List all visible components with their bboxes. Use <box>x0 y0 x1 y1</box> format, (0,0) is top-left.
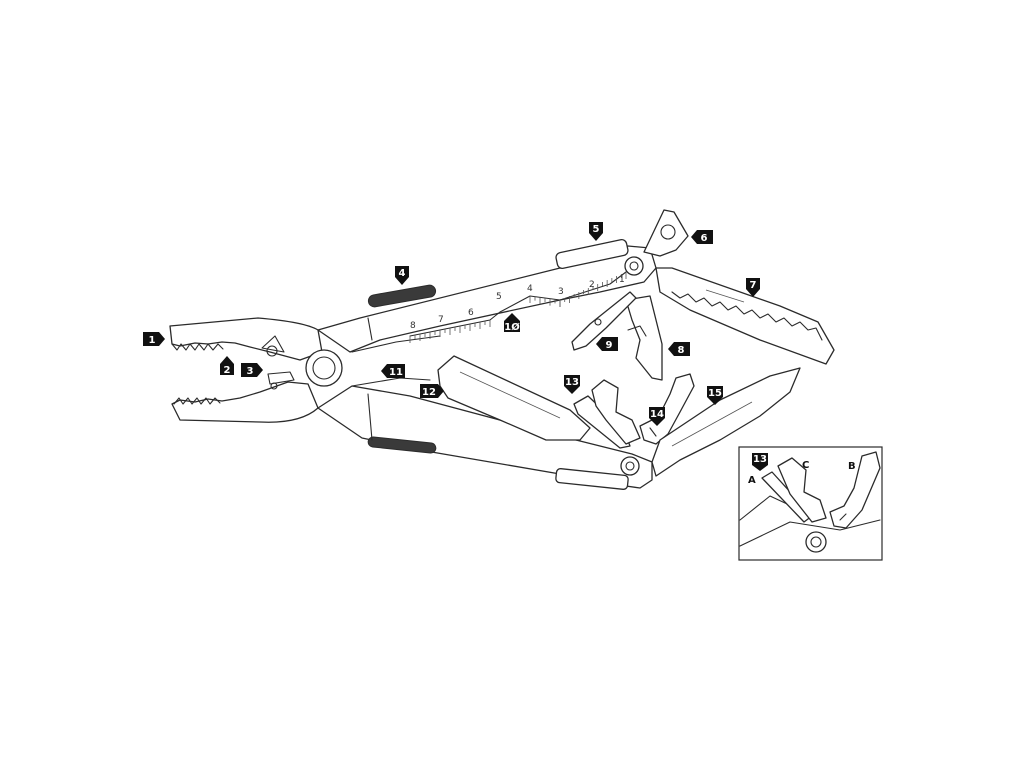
upper-jaw <box>169 317 323 361</box>
small-blade <box>571 291 637 351</box>
file-tool <box>437 355 591 441</box>
ruler-mark: 1 <box>619 275 625 285</box>
callout-15: 15 <box>707 386 723 405</box>
callout-label: 14 <box>650 409 664 420</box>
callout-label: 1 <box>149 335 156 346</box>
callout-12: 12 <box>420 384 444 398</box>
callout-9: 9 <box>596 337 618 351</box>
upper-grip <box>367 284 437 308</box>
serrated-blade <box>655 267 835 365</box>
callout-label: 7 <box>750 280 757 291</box>
ruler-mark: 5 <box>496 292 502 302</box>
inset-driver-b <box>829 451 881 529</box>
callout-13: 13 <box>564 375 580 394</box>
callout-2: 2 <box>220 356 234 376</box>
ruler-mark: 6 <box>468 308 474 318</box>
callout-label: 9 <box>606 340 613 351</box>
callout-label: 13 <box>565 377 579 388</box>
callout-label: 15 <box>708 388 722 399</box>
callout-10: 1Ø <box>504 313 520 333</box>
lower-lock-bar <box>555 468 629 490</box>
inset-letter-c: C <box>802 460 809 471</box>
ruler-mark: 4 <box>527 284 533 294</box>
callout-5: 5 <box>589 222 603 241</box>
lower-jaw <box>171 381 319 423</box>
callout-4: 4 <box>395 266 409 285</box>
ruler-mark: 3 <box>558 287 564 297</box>
callout-14: 14 <box>649 407 665 426</box>
callout-8: 8 <box>668 342 690 356</box>
callout-1: 1 <box>143 332 165 346</box>
callout-label: 6 <box>701 233 708 244</box>
inset-callout-13: 13 <box>752 453 768 471</box>
callout-label: 1Ø <box>504 321 520 333</box>
callout-label: 2 <box>224 365 231 376</box>
ruler-mark: 8 <box>410 321 416 331</box>
callout-label: 5 <box>593 224 600 235</box>
tools <box>437 209 835 477</box>
inset-letter-a: A <box>748 475 756 486</box>
callout-label: 12 <box>422 387 436 398</box>
can-opener <box>625 295 663 381</box>
inset-letter-b: B <box>848 461 856 472</box>
handles <box>305 238 657 490</box>
callout-label: 4 <box>399 268 406 279</box>
inset-detail: A C B 13 <box>738 446 883 561</box>
lower-grip <box>367 436 437 454</box>
screwdriver-a <box>573 395 631 449</box>
ruler: 8 7 6 5 4 3 2 1 <box>409 271 627 343</box>
large-blade <box>651 367 801 477</box>
ruler-mark: 7 <box>438 315 444 325</box>
callout-6: 6 <box>691 230 713 244</box>
ruler-mark: 2 <box>589 280 595 290</box>
inset-callout-label: 13 <box>753 454 767 465</box>
callout-3: 3 <box>241 363 263 377</box>
plier-head <box>169 317 323 423</box>
callout-label: 8 <box>678 345 685 356</box>
callout-11: 11 <box>381 364 405 378</box>
pivot <box>305 349 343 387</box>
callout-7: 7 <box>746 278 760 297</box>
lock-bar <box>555 238 629 270</box>
callout-label: 3 <box>247 366 254 377</box>
callout-label: 11 <box>389 367 403 378</box>
lanyard-tool <box>643 209 689 257</box>
screwdriver-c <box>591 379 641 445</box>
inset-driver-c <box>777 457 827 523</box>
